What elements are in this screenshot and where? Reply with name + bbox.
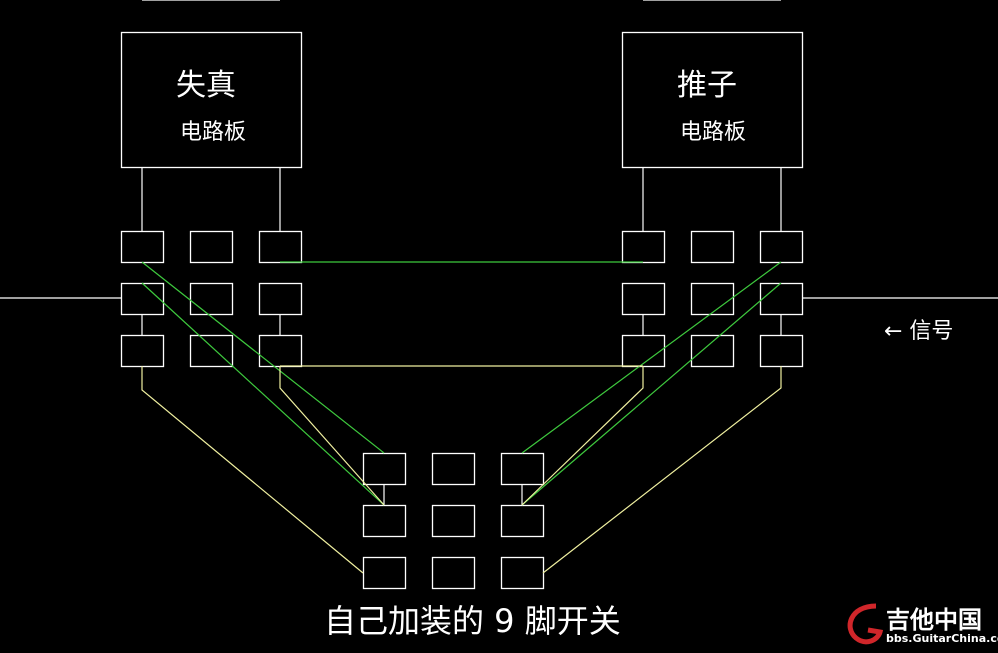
- yellow-wire: [542, 366, 782, 574]
- board-title-distortion: 失真: [176, 68, 236, 103]
- right-switch-lug-1-2: [621, 282, 666, 316]
- green-wire: [141, 261, 385, 454]
- right-switch-lug-3-1: [759, 230, 804, 264]
- left-switch-lug-3-2: [258, 282, 303, 316]
- left-switch-lug-3-1: [258, 230, 303, 264]
- left-switch-lug-1-2: [120, 282, 165, 316]
- left-switch-lug-1-1: [120, 230, 165, 264]
- switch-caption: 自己加装的 9 脚开关: [324, 602, 621, 640]
- nine-pin-switch-lug-1-3: [362, 556, 407, 590]
- right-switch-lug-1-3: [621, 334, 666, 368]
- left-switch-lug-2-3: [189, 334, 234, 368]
- board-subtitle-fader: 电路板: [680, 120, 747, 145]
- board-title-fader: 推子: [677, 68, 737, 103]
- watermark-logo-text: 吉他中国: [886, 606, 982, 634]
- right-switch-lug-2-3: [690, 334, 735, 368]
- signal-label: ← 信号: [884, 319, 954, 344]
- left-switch-lug-1-3: [120, 334, 165, 368]
- fader-board: [621, 31, 804, 169]
- nine-pin-switch-lug-1-1: [362, 452, 407, 486]
- yellow-wire: [141, 366, 364, 574]
- dragon-logo-icon: [847, 603, 884, 645]
- nine-pin-switch-lug-2-2: [431, 504, 476, 538]
- left-switch-lug-3-3: [258, 334, 303, 368]
- nine-pin-switch-lug-2-1: [431, 452, 476, 486]
- right-switch-lug-2-1: [690, 230, 735, 264]
- yellow-wire: [521, 366, 644, 506]
- right-switch-lug-3-2: [759, 282, 804, 316]
- nine-pin-switch-lug-1-2: [362, 504, 407, 538]
- watermark-url: bbs.GuitarChina.com: [886, 632, 998, 645]
- green-wire: [141, 282, 385, 506]
- distortion-board: [120, 31, 303, 169]
- nine-pin-switch-lug-3-3: [500, 556, 545, 590]
- green-wire: [521, 282, 782, 506]
- yellow-wire: [279, 366, 385, 506]
- right-switch-lug-1-1: [621, 230, 666, 264]
- right-switch-lug-2-2: [690, 282, 735, 316]
- nine-pin-switch-lug-3-1: [500, 452, 545, 486]
- board-subtitle-distortion: 电路板: [180, 120, 247, 145]
- left-switch-lug-2-2: [189, 282, 234, 316]
- green-wire: [521, 261, 782, 454]
- left-switch-lug-2-1: [189, 230, 234, 264]
- right-switch-lug-3-3: [759, 334, 804, 368]
- nine-pin-switch-lug-2-3: [431, 556, 476, 590]
- nine-pin-switch-lug-3-2: [500, 504, 545, 538]
